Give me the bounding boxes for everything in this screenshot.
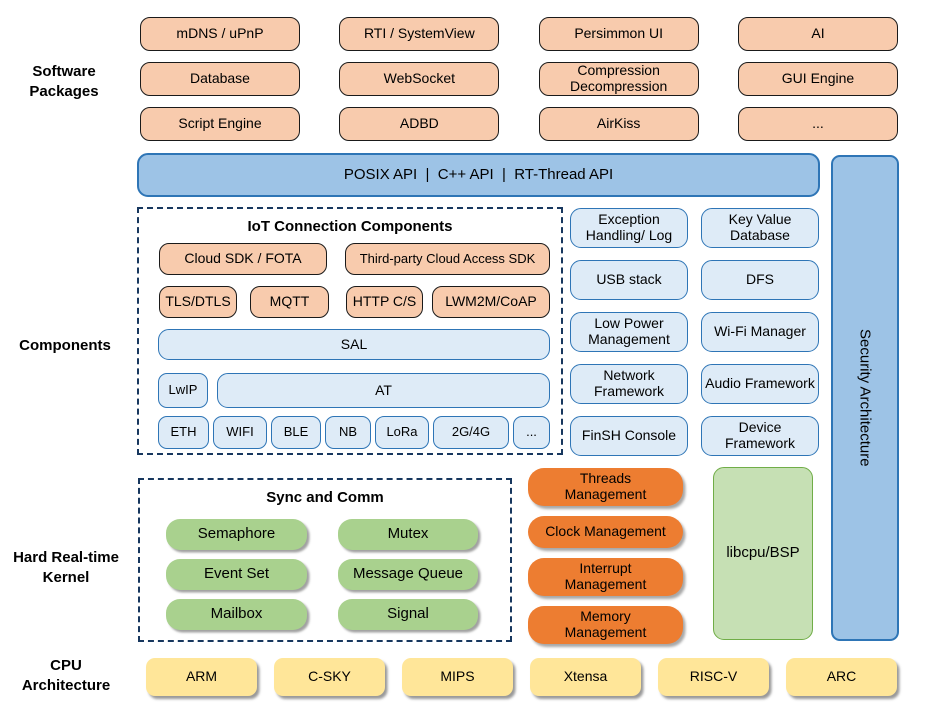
package-box-adbd: ADBD: [339, 107, 500, 141]
component-box-low-power: Low Power Management: [570, 312, 688, 352]
kernel-box-threads-management: Threads Management: [528, 468, 683, 506]
package-box-airkiss: AirKiss: [538, 107, 699, 141]
component-box-dfs: DFS: [701, 260, 819, 300]
kernel-box-event-set: Event Set: [166, 559, 307, 590]
package-box-ai: AI: [737, 17, 898, 51]
components-grid: Exception Handling/ Log Key Value Databa…: [570, 208, 819, 456]
cpu-architecture-row: ARM C-SKY MIPS Xtensa RISC-V ARC: [146, 658, 897, 696]
component-box-wifi-manager: Wi-Fi Manager: [701, 312, 819, 352]
kernel-box-signal: Signal: [338, 599, 478, 630]
iot-box-more: ...: [513, 416, 550, 449]
sync-grid: Semaphore Mutex Event Set Message Queue …: [166, 519, 478, 630]
component-box-finsh-console: FinSH Console: [570, 416, 688, 456]
cpu-box-arm: ARM: [146, 658, 257, 696]
package-box-mdns-upnp: mDNS / uPnP: [140, 17, 300, 51]
kernel-box-interrupt-management: Interrupt Management: [528, 558, 683, 596]
iot-link-row: ETH WIFI BLE NB LoRa 2G/4G ...: [158, 416, 550, 449]
iot-box-tls-dtls: TLS/DTLS: [159, 286, 237, 318]
package-box-persimmon-ui: Persimmon UI: [538, 17, 699, 51]
component-box-key-value-db: Key Value Database: [701, 208, 819, 248]
iot-connection-components-group: IoT Connection Components Cloud SDK / FO…: [137, 207, 563, 455]
component-box-exception-log: Exception Handling/ Log: [570, 208, 688, 248]
iot-box-lora: LoRa: [375, 416, 429, 449]
iot-box-at: AT: [217, 373, 550, 408]
api-bar: POSIX API | C++ API | RT-Thread API: [137, 153, 820, 197]
component-box-usb-stack: USB stack: [570, 260, 688, 300]
section-label-cpu: CPU Architecture: [21, 657, 111, 694]
cpu-box-risc-v: RISC-V: [658, 658, 769, 696]
package-box-gui-engine: GUI Engine: [737, 62, 898, 96]
kernel-box-memory-management: Memory Management: [528, 606, 683, 644]
iot-box-lwip: LwIP: [158, 373, 208, 408]
package-box-script-engine: Script Engine: [140, 107, 300, 141]
kernel-box-message-queue: Message Queue: [338, 559, 478, 590]
cpu-box-xtensa: Xtensa: [530, 658, 641, 696]
package-box-rti-systemview: RTI / SystemView: [339, 17, 500, 51]
iot-box-sal: SAL: [158, 329, 550, 360]
iot-box-wifi: WIFI: [213, 416, 267, 449]
sync-group-title: Sync and Comm: [266, 489, 384, 506]
kernel-box-clock-management: Clock Management: [528, 516, 683, 548]
libcpu-bsp-box: libcpu/BSP: [713, 467, 813, 640]
cpu-box-c-sky: C-SKY: [274, 658, 385, 696]
iot-box-lwm2m-coap: LWM2M/CoAP: [432, 286, 550, 318]
sync-and-comm-group: Sync and Comm Semaphore Mutex Event Set …: [138, 478, 512, 642]
security-architecture-bar: Security Architecture: [831, 155, 899, 641]
kernel-management-column: Threads Management Clock Management Inte…: [528, 468, 683, 644]
component-box-network-framework: Network Framework: [570, 364, 688, 404]
kernel-box-mutex: Mutex: [338, 519, 478, 550]
section-label-components: Components: [19, 337, 111, 354]
iot-box-mqtt: MQTT: [250, 286, 329, 318]
section-label-kernel: Hard Real-time Kernel: [13, 549, 119, 586]
kernel-box-semaphore: Semaphore: [166, 519, 307, 550]
iot-box-ble: BLE: [271, 416, 321, 449]
package-box-database: Database: [140, 62, 300, 96]
component-box-device-framework: Device Framework: [701, 416, 819, 456]
iot-box-2g4g: 2G/4G: [433, 416, 509, 449]
kernel-box-mailbox: Mailbox: [166, 599, 307, 630]
iot-box-nb: NB: [325, 416, 371, 449]
package-box-more: ...: [737, 107, 898, 141]
iot-box-third-party-cloud: Third-party Cloud Access SDK: [345, 243, 550, 275]
package-box-compression: Compression Decompression: [538, 62, 699, 96]
iot-box-eth: ETH: [158, 416, 209, 449]
component-box-audio-framework: Audio Framework: [701, 364, 819, 404]
section-label-software-packages: Software Packages: [29, 63, 99, 100]
iot-group-title: IoT Connection Components: [247, 218, 453, 235]
software-packages-grid: mDNS / uPnP RTI / SystemView Persimmon U…: [140, 17, 898, 141]
package-box-websocket: WebSocket: [339, 62, 500, 96]
cpu-box-arc: ARC: [786, 658, 897, 696]
iot-box-cloud-sdk-fota: Cloud SDK / FOTA: [159, 243, 327, 275]
iot-box-http-cs: HTTP C/S: [346, 286, 423, 318]
cpu-box-mips: MIPS: [402, 658, 513, 696]
